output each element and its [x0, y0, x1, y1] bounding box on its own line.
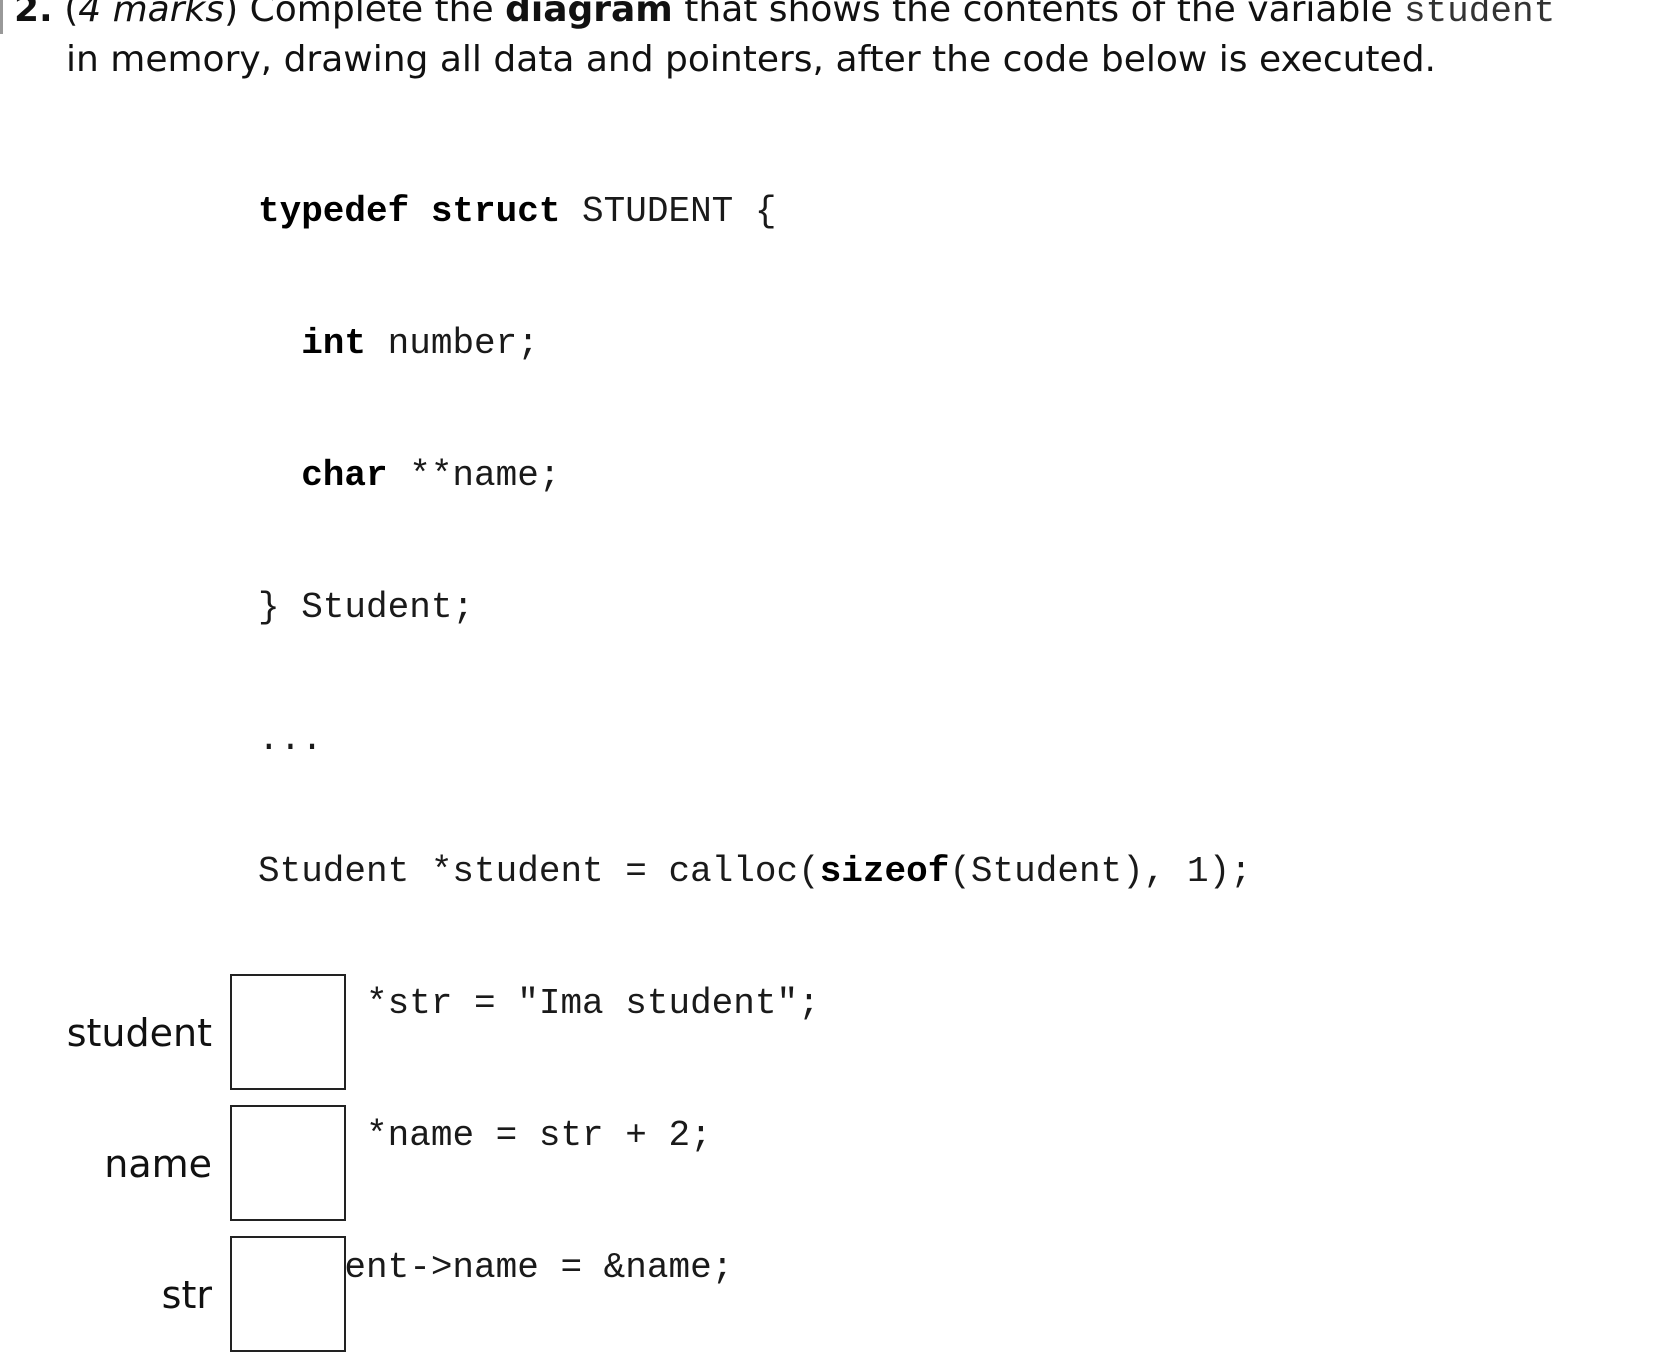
variable-row-name: name — [40, 1105, 360, 1221]
code-block: typedef struct STUDENT { int number; cha… — [258, 102, 1252, 1334]
question-bold-word: diagram — [505, 0, 673, 30]
code-text: **name; — [387, 455, 561, 496]
variable-box-str[interactable] — [230, 1236, 346, 1352]
code-line-str-decl: char *str = "Ima student"; — [258, 982, 1252, 1026]
code-keyword: sizeof — [819, 851, 950, 892]
marks-open: ( — [64, 0, 79, 30]
marks-close: ) — [224, 0, 239, 30]
code-keyword: int — [258, 323, 367, 364]
question-marks: 4 marks — [78, 0, 225, 30]
variable-box-student[interactable] — [230, 974, 346, 1090]
code-line-student-decl: Student *student = calloc(sizeof(Student… — [258, 850, 1252, 894]
question-text-before: Complete the — [238, 0, 506, 30]
code-text: *str = "Ima student"; — [344, 983, 820, 1024]
code-text: (Student), 1); — [949, 851, 1252, 892]
variable-label-student: student — [66, 1011, 212, 1055]
variable-row-student: student — [40, 974, 360, 1090]
question-text: 2. (4 marks) Complete the diagram that s… — [14, 0, 1555, 84]
question-text-after: that shows the contents of the variable — [672, 0, 1404, 30]
code-keyword: typedef struct — [258, 191, 561, 232]
question-line-2: in memory, drawing all data and pointers… — [66, 39, 1436, 80]
code-line-typedef-close: } Student; — [258, 587, 475, 628]
code-line-typedef: typedef struct STUDENT { — [258, 190, 1252, 234]
variable-label-name: name — [104, 1142, 212, 1186]
page-edge-mark — [0, 0, 3, 34]
code-line-name-decl: char *name = str + 2; — [258, 1114, 1252, 1158]
question-variable-name: student — [1403, 0, 1556, 32]
code-text: Student *student = calloc( — [258, 851, 820, 892]
code-line-field-number: int number; — [258, 322, 1252, 366]
variable-label-str: str — [161, 1273, 212, 1317]
code-line-ellipsis: ... — [258, 719, 323, 760]
code-text: *name = str + 2; — [344, 1115, 712, 1156]
question-number: 2. — [14, 0, 53, 30]
variable-row-str: str — [40, 1236, 360, 1352]
variable-box-name[interactable] — [230, 1105, 346, 1221]
code-line-field-name: char **name; — [258, 454, 1252, 498]
code-text: STUDENT { — [560, 191, 777, 232]
code-line-assign: student->name = &name; — [258, 1247, 734, 1288]
code-keyword: char — [258, 455, 388, 496]
code-text: number; — [366, 323, 539, 364]
